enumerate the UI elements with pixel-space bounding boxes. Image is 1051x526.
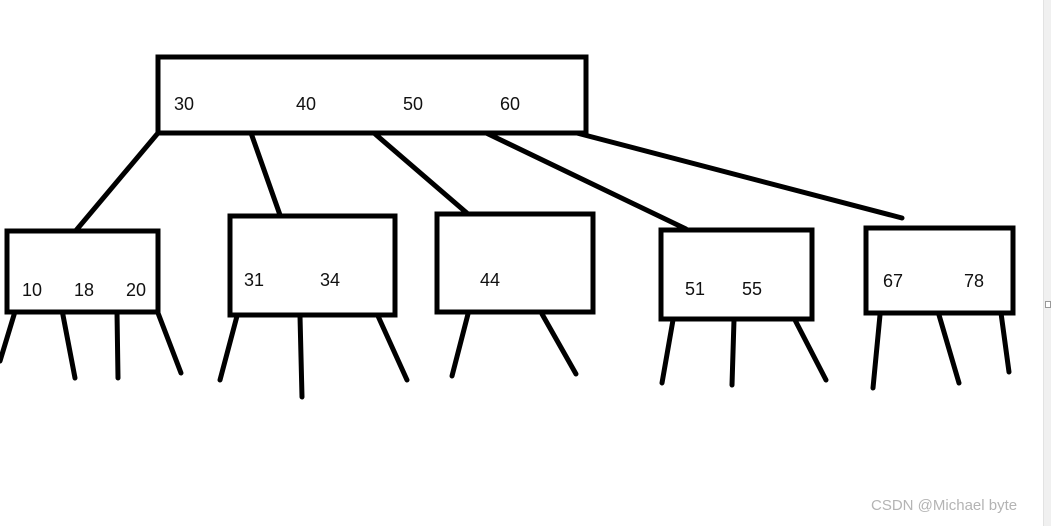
root-key-3: 50 <box>403 94 423 114</box>
root-key-2: 40 <box>296 94 316 114</box>
pointer-edge <box>936 312 962 386</box>
child-1-key-2: 18 <box>74 280 94 300</box>
pointer-edge <box>539 311 579 377</box>
child-node-2: 31 34 <box>227 213 398 318</box>
pointer-edge <box>375 313 410 383</box>
child-node-4-box <box>658 227 815 322</box>
child-3-pointers <box>449 311 579 379</box>
watermark-text: CSDN @Michael byte <box>871 497 1018 514</box>
pointer-edge <box>792 317 829 383</box>
child-5-key-1: 67 <box>883 271 903 291</box>
pointer-edge <box>297 313 305 400</box>
child-4-key-1: 51 <box>685 279 705 299</box>
scrollbar-marker[interactable] <box>1045 301 1051 308</box>
pointer-edge <box>729 317 737 388</box>
edge-root-child-1 <box>70 130 161 237</box>
root-node-box <box>155 54 589 136</box>
root-edges <box>70 127 905 237</box>
child-node-2-box <box>227 213 398 318</box>
root-key-4: 60 <box>500 94 520 114</box>
child-3-key-1: 44 <box>480 270 500 290</box>
vertical-scrollbar[interactable] <box>1043 0 1051 526</box>
child-node-3-box <box>434 211 596 315</box>
child-1-key-1: 10 <box>22 280 42 300</box>
child-4-pointers <box>659 317 829 388</box>
edge-root-child-5 <box>570 129 905 221</box>
child-1-pointers <box>0 302 184 381</box>
pointer-edge <box>998 310 1012 375</box>
pointer-edge <box>59 307 78 381</box>
child-2-pointers <box>217 313 410 400</box>
root-key-1: 30 <box>174 94 194 114</box>
child-2-key-1: 31 <box>244 270 264 290</box>
pointer-edge <box>114 309 121 381</box>
child-node-4: 51 55 <box>658 227 815 322</box>
child-1-key-3: 20 <box>126 280 146 300</box>
pointer-edge <box>217 313 240 383</box>
pointer-edge <box>870 312 883 391</box>
pointer-edge <box>659 317 676 386</box>
edge-root-child-2 <box>248 130 283 218</box>
child-node-5-box <box>863 225 1016 316</box>
pointer-edge <box>155 310 184 376</box>
child-node-3: 44 <box>434 211 596 315</box>
child-5-pointers <box>870 310 1012 391</box>
child-2-key-2: 34 <box>320 270 340 290</box>
edge-root-child-4 <box>477 127 689 232</box>
child-node-1: 10 18 20 <box>4 228 161 315</box>
child-5-key-2: 78 <box>964 271 984 291</box>
child-4-key-2: 55 <box>742 279 762 299</box>
root-node: 30 40 50 60 <box>155 54 589 136</box>
child-node-5: 67 78 <box>863 225 1016 316</box>
child-node-1-box <box>4 228 161 315</box>
edge-root-child-3 <box>371 130 471 217</box>
pointer-edge <box>449 311 471 379</box>
